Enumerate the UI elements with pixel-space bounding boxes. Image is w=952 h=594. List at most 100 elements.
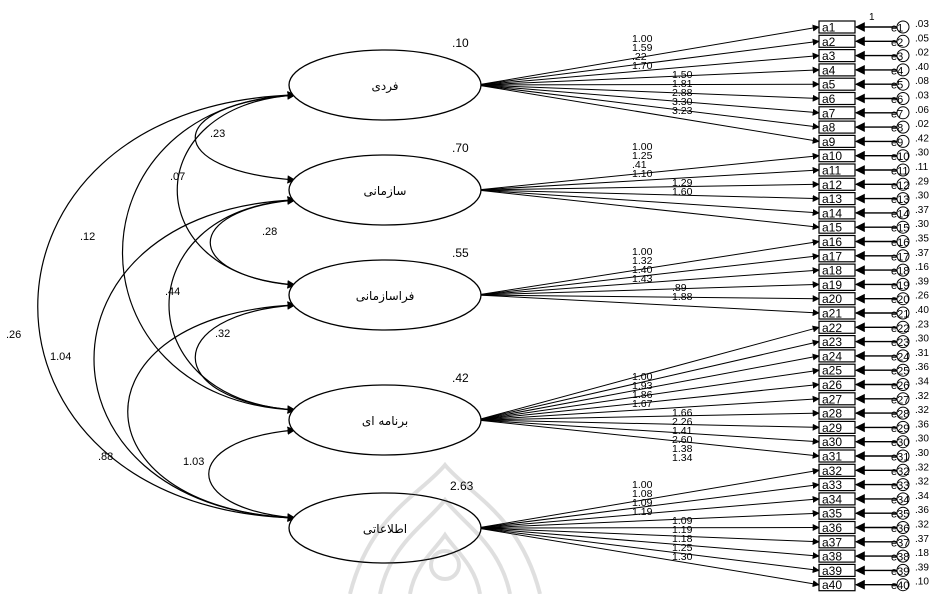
indicator-label: a34 [822, 492, 842, 506]
indicator-box [818, 292, 856, 306]
loading-arrow [476, 84, 820, 102]
loading-label: 1.43 [632, 273, 653, 285]
covariance-label: .32 [215, 328, 230, 340]
indicator-label: a11 [822, 164, 841, 178]
loading-label: 1.00 [632, 371, 653, 383]
indicator-label: a36 [822, 521, 842, 535]
error-label: e40 [891, 580, 909, 592]
error-variance: .36 [915, 362, 929, 373]
indicator-box [818, 363, 856, 377]
indicator-box [818, 463, 856, 477]
error-label: e29 [891, 423, 909, 435]
loading-arrow [476, 409, 820, 421]
error-label: e34 [891, 494, 909, 506]
error-label: e12 [891, 180, 909, 192]
latent-factor-f1 [288, 49, 482, 121]
error-circle [896, 563, 910, 577]
error-circle [896, 263, 910, 277]
loading-label: 1.00 [632, 246, 653, 258]
error-circle [896, 77, 910, 91]
latent-factor-f3 [288, 259, 482, 331]
error-variance: .42 [915, 133, 929, 144]
loading-arrow [476, 189, 820, 202]
indicator-label: a4 [822, 63, 836, 77]
loading-arrow [476, 527, 820, 574]
error-variance: .05 [915, 33, 929, 44]
loading-label: 1.08 [632, 488, 653, 500]
loading-label: 3.30 [672, 96, 693, 108]
loading-label: 1.18 [672, 533, 693, 545]
indicator-box [818, 48, 856, 63]
error-circle [896, 192, 910, 206]
loading-arrow [476, 527, 820, 588]
error-circle [896, 363, 910, 377]
loading-arrow [476, 281, 820, 296]
indicator-label: a32 [822, 464, 842, 478]
indicator-label: a21 [822, 307, 842, 321]
loading-arrow [476, 152, 820, 191]
error-circle [896, 463, 910, 477]
loading-arrow [476, 189, 820, 216]
error-circle [896, 163, 910, 177]
indicator-box [818, 306, 856, 320]
error-label: e20 [891, 294, 909, 306]
error-label: e4 [891, 65, 903, 77]
error-label: e1 [891, 23, 903, 35]
loading-arrow [476, 180, 820, 191]
loading-label: 1.50 [672, 69, 693, 81]
indicator-box [818, 77, 856, 91]
loading-label: 1.40 [632, 264, 653, 276]
error-variance: .40 [915, 62, 929, 73]
error-variance: .26 [915, 291, 929, 302]
error-label: e30 [891, 437, 909, 449]
covariance-arc [37, 91, 296, 522]
loading-label: 1.59 [632, 42, 653, 54]
error-variance: .16 [915, 262, 929, 273]
error-variance: .32 [915, 477, 929, 488]
error-variance: .08 [915, 76, 929, 87]
error-label: e32 [891, 466, 909, 478]
factor-label: اطلاعاتی [363, 522, 407, 536]
error-variance: .30 [915, 191, 929, 202]
error-label: e37 [891, 537, 909, 549]
indicator-box [818, 249, 856, 263]
covariance-arc [127, 301, 296, 522]
error-circle [896, 120, 910, 134]
error-label: e26 [891, 380, 909, 392]
indicator-box [818, 449, 856, 463]
error-variance: .30 [915, 219, 929, 230]
indicator-label: a23 [822, 335, 842, 349]
error-circle [896, 106, 910, 120]
indicator-label: a19 [822, 278, 842, 292]
covariance-label: 1.04 [50, 351, 71, 363]
error-variance: .35 [915, 234, 929, 245]
factor-variance: 2.63 [450, 479, 474, 493]
loading-label: 1.00 [632, 33, 653, 45]
loading-layer: 1.001.59.221.701.501.812.883.303.231.001… [476, 24, 820, 588]
loading-arrow [476, 524, 820, 532]
error-variance: .32 [915, 520, 929, 531]
covariance-label: .12 [80, 231, 95, 243]
indicator-box [818, 435, 856, 449]
error-label: e9 [891, 137, 903, 149]
indicator-box [818, 520, 856, 535]
indicator-box [818, 349, 856, 363]
error-circle [896, 549, 910, 563]
error-circle [896, 92, 910, 105]
error-variance: .40 [915, 305, 929, 316]
loading-arrow [476, 80, 820, 88]
indicator-label: a14 [822, 206, 842, 220]
error-label: e21 [891, 309, 909, 321]
error-label: e22 [891, 323, 909, 335]
loading-label: 1.60 [672, 186, 693, 198]
error-circle [896, 535, 910, 549]
indicator-label: a22 [822, 321, 842, 335]
error-variance: .30 [915, 148, 929, 159]
indicator-label: a3 [822, 49, 836, 63]
indicator-label: a40 [822, 578, 842, 592]
loading-label: 1.38 [672, 443, 693, 455]
indicator-box [818, 206, 856, 220]
error-circle [896, 406, 910, 420]
loading-label: 3.23 [672, 105, 693, 117]
covariance-label: .28 [262, 226, 277, 238]
